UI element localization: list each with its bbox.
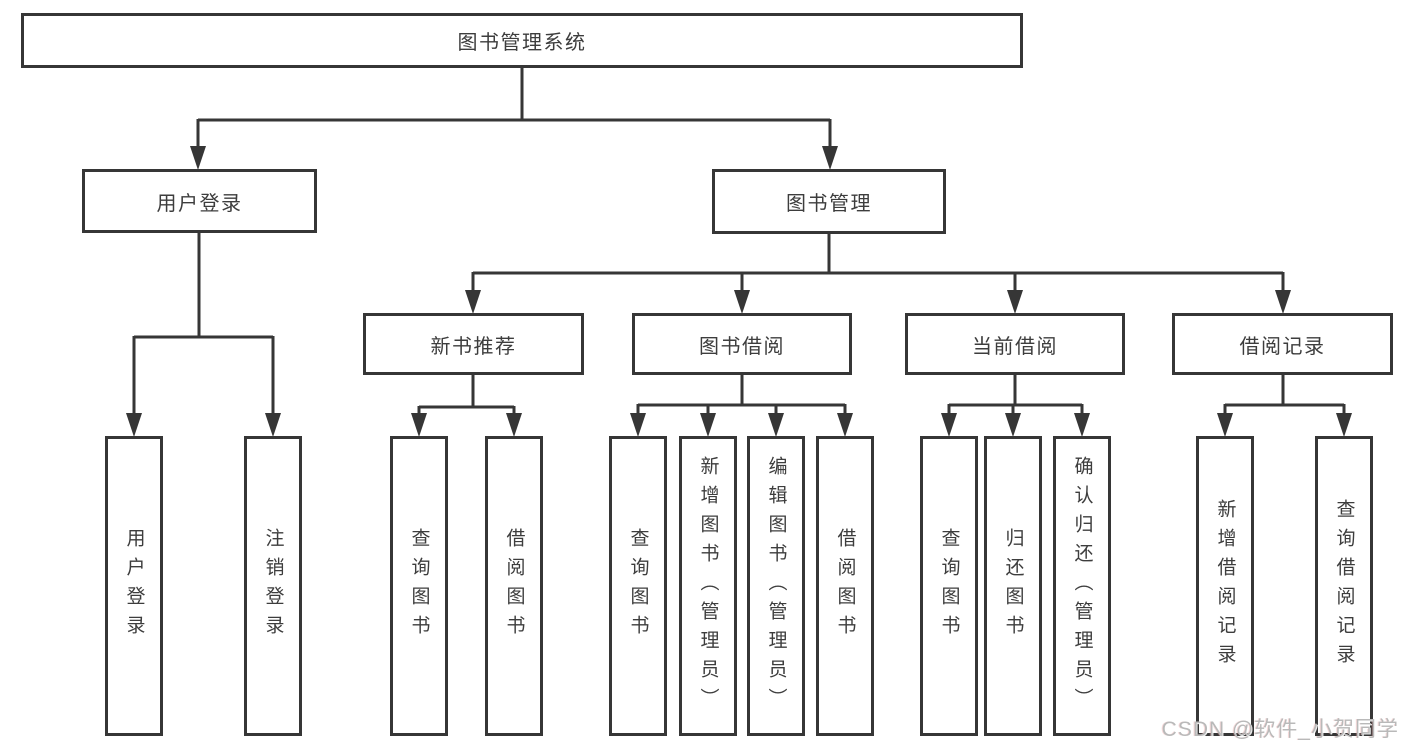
node-user-login: 用户登录 xyxy=(82,169,317,233)
node-library-system: 图书管理系统 xyxy=(21,13,1023,68)
leaf-query-books-recommend-label: 查询图书 xyxy=(408,528,430,644)
node-borrow-records-label: 借阅记录 xyxy=(1239,335,1326,358)
leaf-edit-books-admin-label: 编辑图书（管理员） xyxy=(765,455,787,717)
node-library-system-label: 图书管理系统 xyxy=(457,32,587,54)
leaf-user-login: 用户登录 xyxy=(105,436,163,736)
leaf-confirm-return-admin: 确认归还（管理员） xyxy=(1053,436,1111,736)
node-new-book-recommend: 新书推荐 xyxy=(363,313,584,375)
leaf-borrow-books-recommend-label: 借阅图书 xyxy=(503,528,525,644)
leaf-confirm-return-admin-label: 确认归还（管理员） xyxy=(1071,455,1093,717)
node-new-book-recommend-label: 新书推荐 xyxy=(430,335,517,358)
node-user-login-label: 用户登录 xyxy=(156,192,243,215)
leaf-user-login-label: 用户登录 xyxy=(123,528,145,644)
leaf-query-borrow-record-label: 查询借阅记录 xyxy=(1333,499,1355,673)
leaf-query-books-borrow-label: 查询图书 xyxy=(627,528,649,644)
node-book-borrow-label: 图书借阅 xyxy=(699,335,785,358)
leaf-query-books-current-label: 查询图书 xyxy=(938,528,960,644)
node-book-management: 图书管理 xyxy=(712,169,946,234)
node-current-borrow: 当前借阅 xyxy=(905,313,1125,375)
leaf-borrow-books-label: 借阅图书 xyxy=(834,528,856,644)
leaf-add-borrow-record-label: 新增借阅记录 xyxy=(1214,499,1236,673)
node-current-borrow-label: 当前借阅 xyxy=(972,335,1058,358)
leaf-add-books-admin-label: 新增图书（管理员） xyxy=(697,455,719,717)
leaf-return-books: 归还图书 xyxy=(984,436,1042,736)
leaf-query-books-recommend: 查询图书 xyxy=(390,436,448,736)
leaf-add-books-admin: 新增图书（管理员） xyxy=(679,436,737,736)
leaf-add-borrow-record: 新增借阅记录 xyxy=(1196,436,1254,736)
leaf-query-books-current: 查询图书 xyxy=(920,436,978,736)
leaf-logout-label: 注销登录 xyxy=(262,528,284,644)
leaf-borrow-books: 借阅图书 xyxy=(816,436,874,736)
leaf-logout: 注销登录 xyxy=(244,436,302,736)
node-book-management-label: 图书管理 xyxy=(786,193,872,215)
csdn-watermark: CSDN @软件_小贺同学 xyxy=(1161,718,1399,741)
leaf-borrow-books-recommend: 借阅图书 xyxy=(485,436,543,736)
leaf-query-books-borrow: 查询图书 xyxy=(609,436,667,736)
leaf-edit-books-admin: 编辑图书（管理员） xyxy=(747,436,805,736)
node-book-borrow: 图书借阅 xyxy=(632,313,852,375)
leaf-return-books-label: 归还图书 xyxy=(1002,528,1024,644)
leaf-query-borrow-record: 查询借阅记录 xyxy=(1315,436,1373,736)
node-borrow-records: 借阅记录 xyxy=(1172,313,1393,375)
